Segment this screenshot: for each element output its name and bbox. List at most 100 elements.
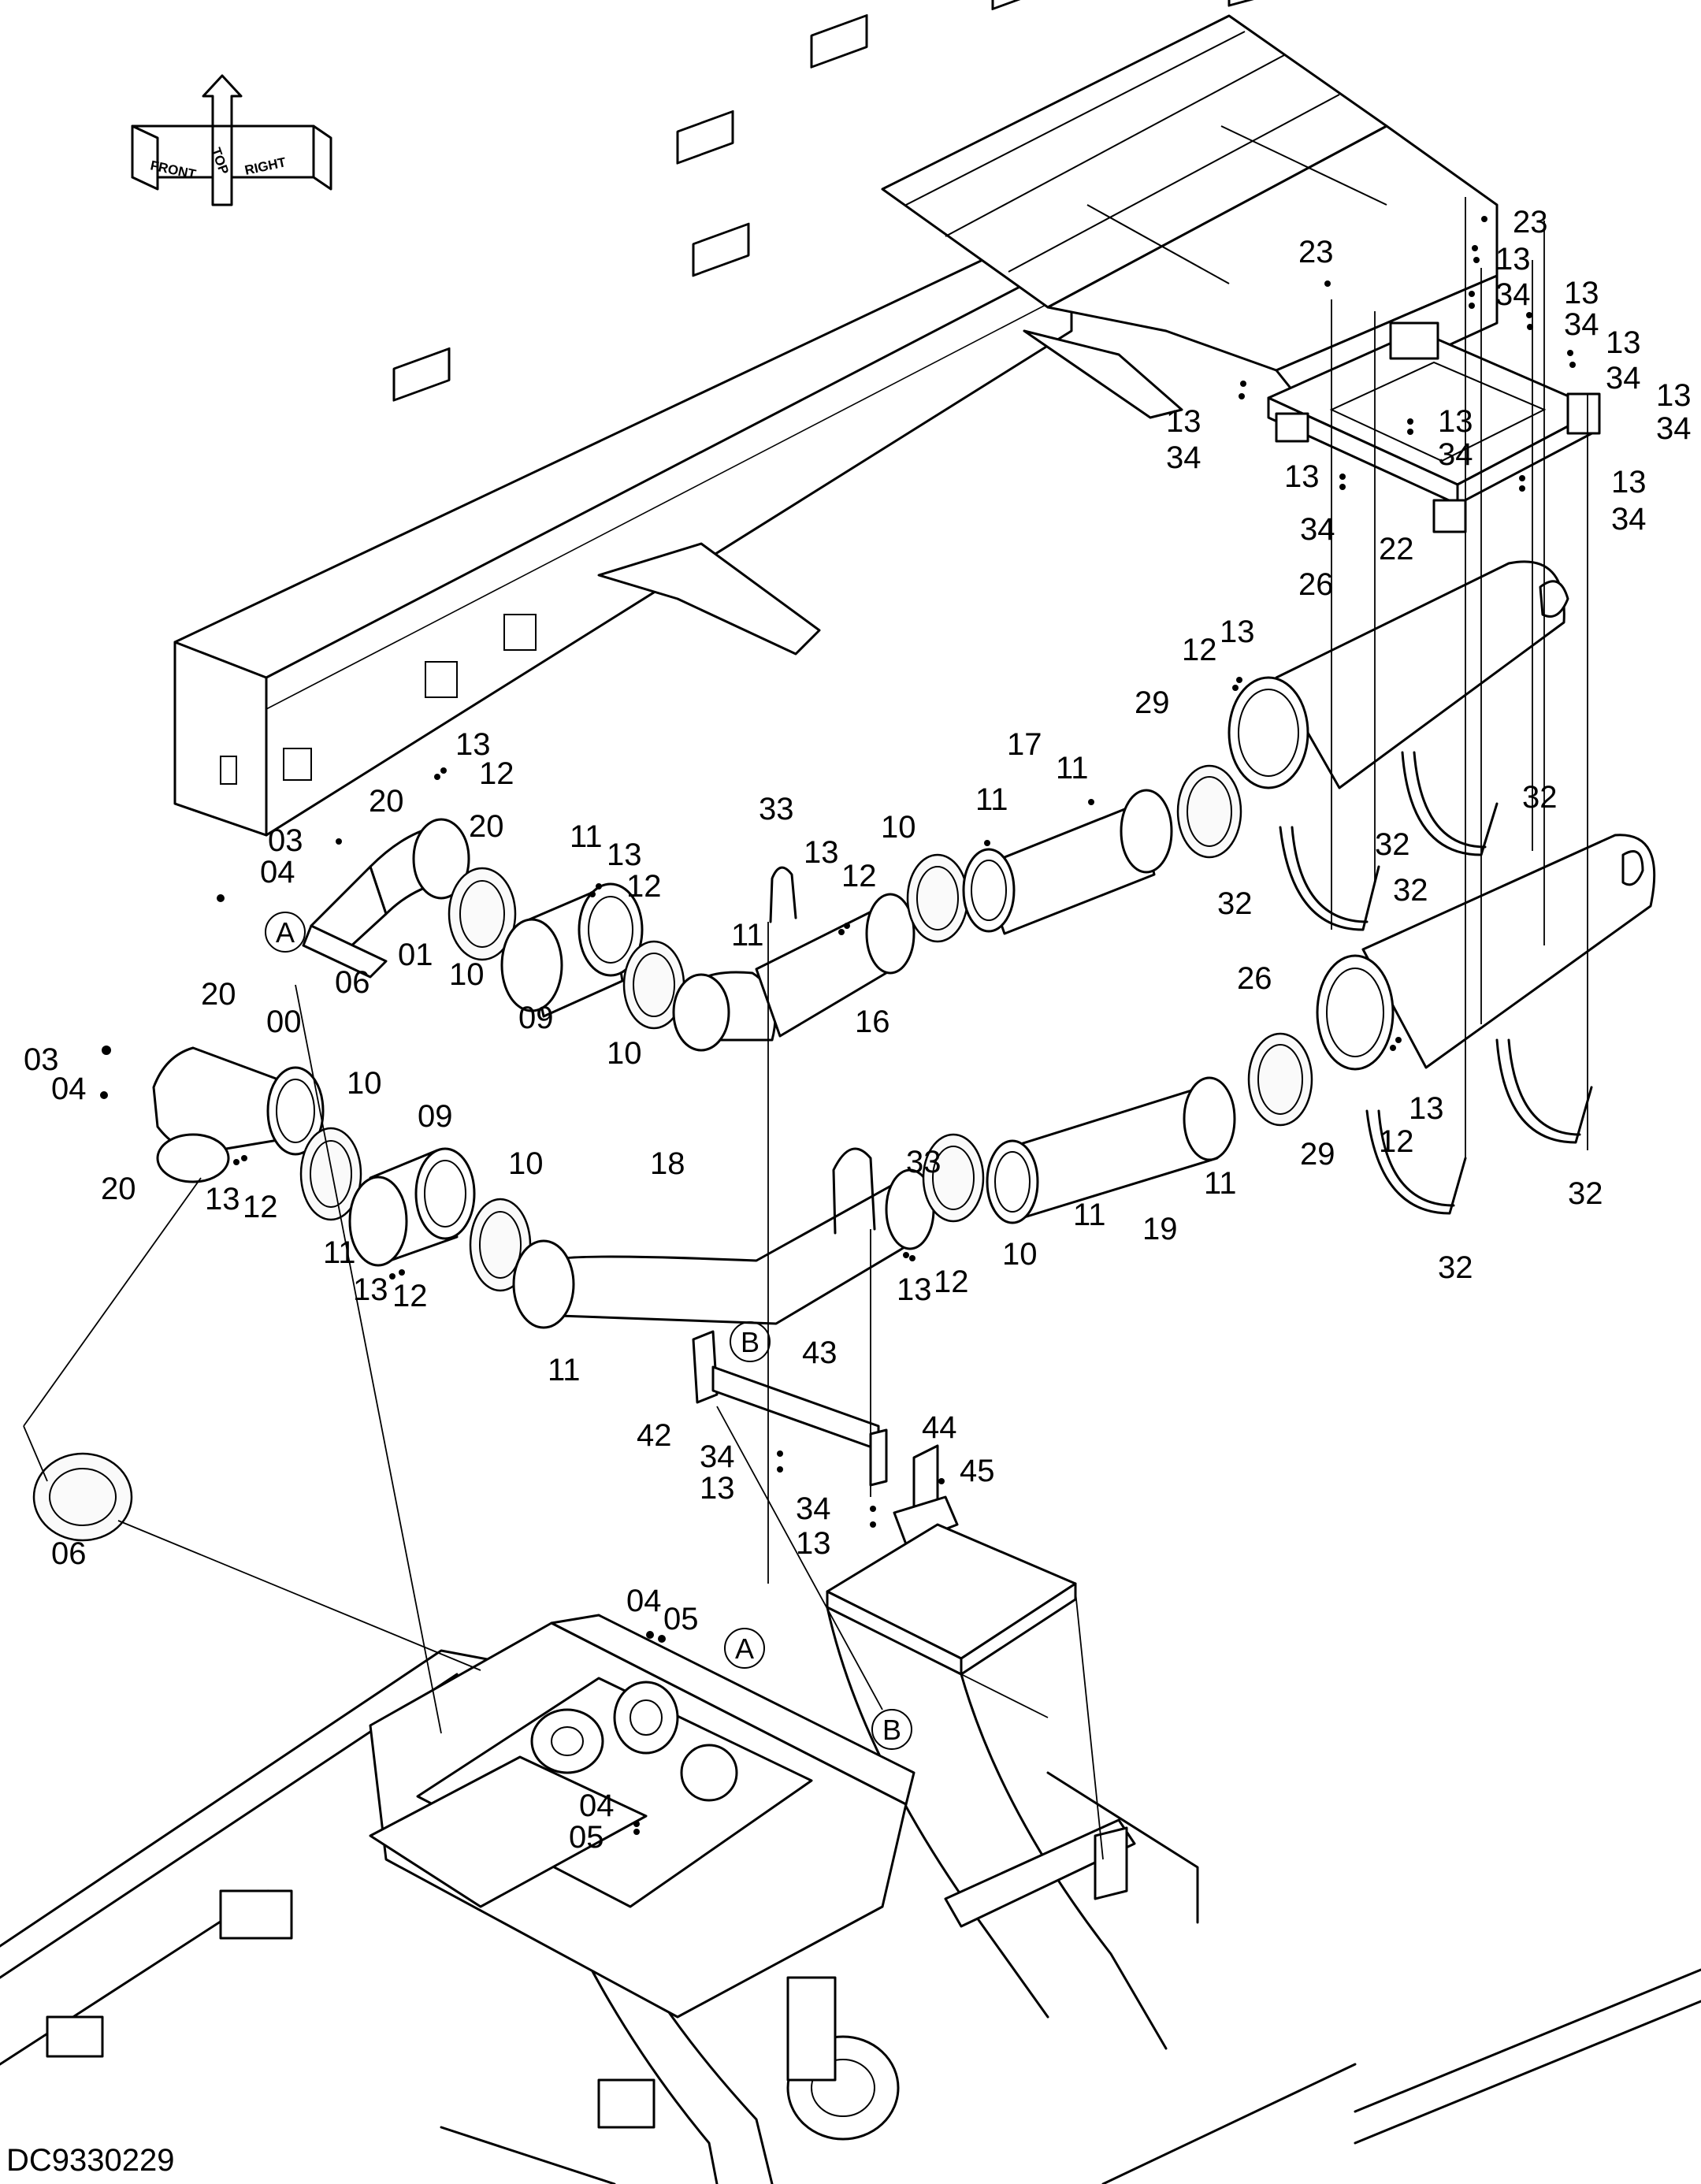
upper-frame — [173, 0, 1499, 837]
reference-marker-a — [724, 1628, 765, 1669]
label-part-12: 12 — [1379, 1124, 1414, 1159]
label-part-13: 13 — [607, 838, 642, 872]
label-part-04: 04 — [579, 1788, 615, 1823]
label-part-32: 32 — [1393, 873, 1428, 908]
label-part-34: 34 — [1656, 411, 1692, 446]
label-part-29: 29 — [1300, 1137, 1335, 1172]
label-part-34: 34 — [1300, 512, 1335, 547]
fastener-dots — [100, 216, 1576, 1835]
label-part-01: 01 — [398, 938, 433, 972]
label-part-13: 13 — [1409, 1091, 1444, 1126]
label-part-43: 43 — [802, 1335, 838, 1370]
label-part-12: 12 — [1182, 633, 1217, 667]
reference-markers: A B A B — [265, 912, 912, 1750]
reference-marker-a-label: A — [276, 916, 295, 949]
label-part-11: 11 — [548, 1353, 581, 1387]
label-part-12: 12 — [392, 1279, 428, 1313]
label-part-13: 13 — [1495, 242, 1531, 277]
exhaust-pipe-lower-route — [152, 1032, 1313, 1329]
label-part-33: 33 — [759, 792, 794, 826]
label-part-13: 13 — [1284, 459, 1320, 494]
label-part-13: 13 — [205, 1182, 240, 1216]
muffler-upper — [1227, 560, 1569, 789]
label-part-09: 09 — [418, 1099, 453, 1134]
label-part-05: 05 — [663, 1602, 699, 1636]
label-part-11: 11 — [731, 918, 764, 953]
label-part-13: 13 — [1611, 465, 1647, 500]
label-part-34: 34 — [796, 1491, 831, 1526]
label-part-42: 42 — [637, 1418, 672, 1453]
label-part-00: 00 — [266, 1005, 302, 1039]
mounting-plate — [826, 1523, 1077, 1676]
label-part-19: 19 — [1142, 1212, 1178, 1246]
reference-marker-b-label: B — [882, 1714, 901, 1746]
label-part-03: 03 — [268, 823, 303, 858]
reference-marker-a — [265, 912, 306, 953]
label-part-23: 23 — [1298, 235, 1334, 269]
label-part-12: 12 — [626, 869, 662, 904]
drawing-id: DC9330229 — [6, 2143, 175, 2178]
label-part-34: 34 — [1564, 307, 1599, 342]
label-part-32: 32 — [1375, 827, 1410, 862]
label-part-18: 18 — [650, 1146, 685, 1181]
label-part-34: 34 — [700, 1439, 735, 1474]
label-part-11: 11 — [1056, 751, 1089, 786]
label-part-13: 13 — [897, 1272, 932, 1307]
label-part-44: 44 — [922, 1410, 957, 1445]
label-part-17: 17 — [1007, 727, 1042, 762]
u-bolts — [1279, 751, 1593, 1215]
label-part-16: 16 — [855, 1005, 890, 1039]
label-part-04: 04 — [51, 1072, 87, 1106]
muffler-mount-bracket — [1267, 321, 1601, 533]
gasket-06 — [32, 1452, 133, 1542]
label-part-11: 11 — [1073, 1198, 1106, 1232]
label-part-20: 20 — [469, 809, 504, 844]
label-part-13: 13 — [1438, 404, 1473, 439]
label-part-13: 13 — [1564, 276, 1599, 310]
label-part-32: 32 — [1522, 780, 1558, 815]
label-part-10: 10 — [347, 1066, 382, 1101]
label-part-09: 09 — [518, 1001, 554, 1035]
label-part-34: 34 — [1606, 361, 1641, 396]
label-part-13: 13 — [1606, 325, 1641, 360]
support-brackets — [692, 1330, 959, 1546]
part-labels: 23 23 13 34 13 34 13 34 13 34 13 34 13 3… — [24, 205, 1692, 1855]
label-part-12: 12 — [841, 859, 877, 893]
label-part-10: 10 — [508, 1146, 544, 1181]
label-part-33: 33 — [906, 1145, 941, 1179]
label-part-04: 04 — [260, 855, 295, 890]
label-part-32: 32 — [1568, 1176, 1603, 1211]
label-part-13: 13 — [1220, 615, 1255, 649]
label-part-13: 13 — [796, 1526, 831, 1561]
label-part-13: 13 — [353, 1272, 388, 1307]
label-part-12: 12 — [479, 756, 514, 791]
label-part-12: 12 — [243, 1190, 278, 1224]
label-part-22: 22 — [1379, 532, 1414, 566]
label-part-06: 06 — [51, 1536, 87, 1571]
label-part-10: 10 — [1002, 1237, 1038, 1272]
label-part-34: 34 — [1611, 502, 1647, 537]
label-part-04: 04 — [626, 1584, 662, 1618]
label-part-13: 13 — [700, 1471, 735, 1506]
orientation-indicator: FRONT TOP RIGHT — [131, 74, 332, 206]
label-part-26: 26 — [1237, 961, 1272, 996]
label-part-11: 11 — [323, 1235, 356, 1270]
reference-marker-a-label: A — [735, 1632, 754, 1665]
muffler-lower — [1316, 834, 1656, 1071]
label-part-20: 20 — [201, 977, 236, 1012]
label-part-26: 26 — [1298, 567, 1334, 602]
lower-chassis-engine — [0, 1606, 1701, 2184]
label-part-06: 06 — [335, 965, 370, 1000]
label-part-11: 11 — [1204, 1166, 1237, 1201]
label-part-13: 13 — [804, 835, 839, 870]
label-part-20: 20 — [101, 1172, 136, 1206]
label-part-03: 03 — [24, 1042, 59, 1077]
label-part-10: 10 — [881, 810, 916, 845]
label-part-45: 45 — [960, 1454, 995, 1488]
label-part-11: 11 — [570, 819, 603, 854]
label-part-34: 34 — [1438, 437, 1473, 472]
exhaust-pipe-upper-route — [302, 764, 1242, 1052]
label-part-34: 34 — [1166, 440, 1201, 475]
label-part-05: 05 — [569, 1820, 604, 1855]
